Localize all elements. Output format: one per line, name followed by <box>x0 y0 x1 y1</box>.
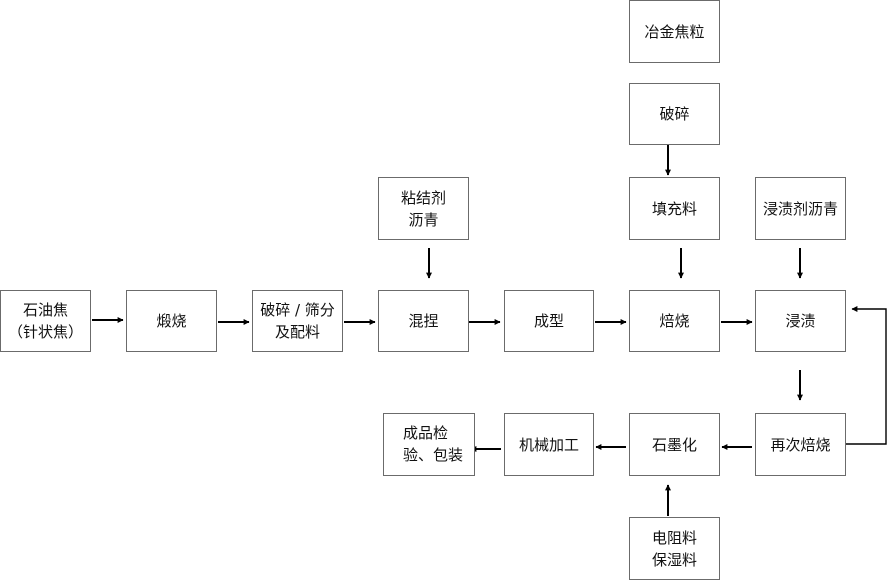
step-machining: 机械加工 <box>504 413 594 476</box>
step-crushing: 破碎 <box>629 83 720 145</box>
step-kneading: 混捏 <box>378 290 469 352</box>
step-calcination: 煅烧 <box>126 290 217 352</box>
step-inspection-packaging: 成品检 验、包装 <box>383 413 475 476</box>
input-packing-material: 填充料 <box>629 177 720 240</box>
step-baking: 焙烧 <box>629 290 720 352</box>
step-petroleum-coke: 石油焦 （针状焦） <box>0 290 91 352</box>
step-impregnation: 浸渍 <box>755 290 846 352</box>
input-binder-pitch: 粘结剂 沥青 <box>378 177 469 240</box>
input-resistor-material: 电阻料 保湿料 <box>629 517 720 580</box>
input-impregnant-pitch: 浸渍剂沥青 <box>755 177 846 240</box>
step-crush-sieve: 破碎 / 筛分 及配料 <box>252 290 343 352</box>
input-metallurgical-coke: 冶金焦粒 <box>629 0 720 63</box>
step-forming: 成型 <box>504 290 594 352</box>
step-graphitization: 石墨化 <box>629 413 720 476</box>
step-rebaking: 再次焙烧 <box>755 413 846 476</box>
arrow-loop-rebaking-to-impregnation <box>845 306 887 445</box>
